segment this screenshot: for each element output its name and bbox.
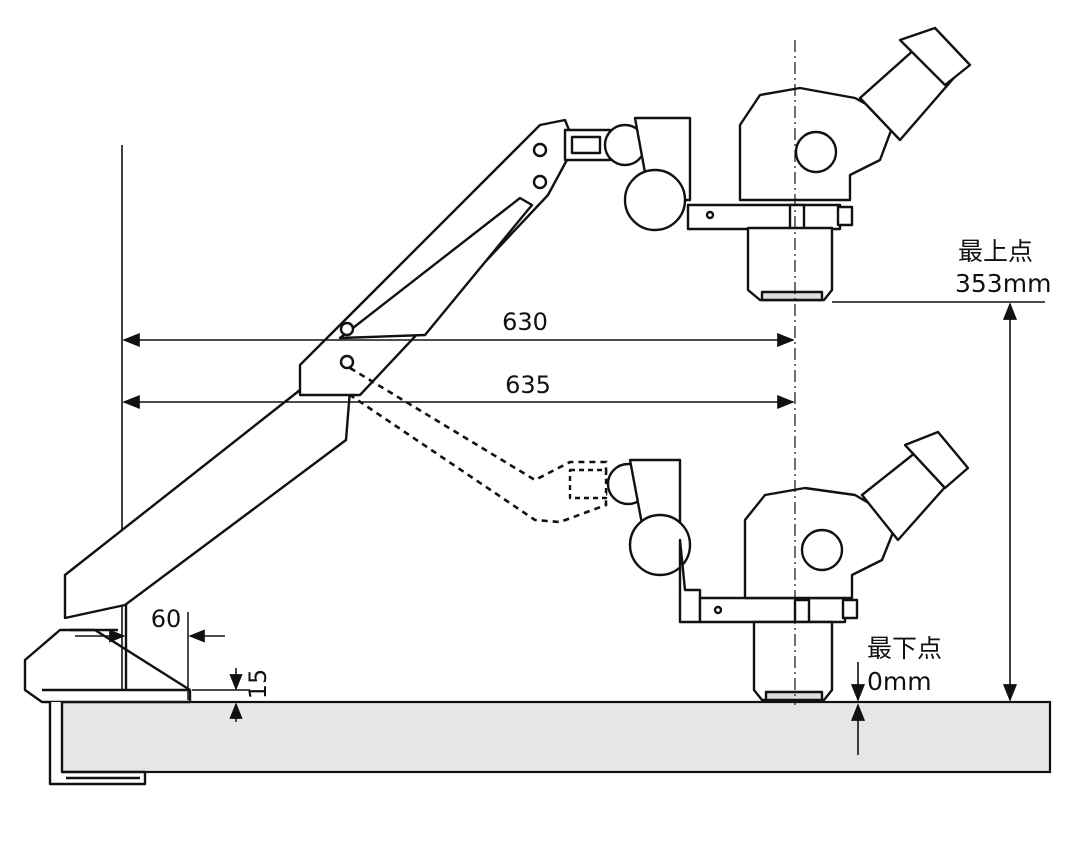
- reach-upper-label: 630: [502, 308, 548, 336]
- gap-dimension: [192, 668, 250, 722]
- reach-lower-label: 635: [505, 371, 551, 399]
- top-point-value: 353mm: [955, 269, 1051, 298]
- upper-arm-lowered: [349, 366, 608, 524]
- height-dimension: [832, 301, 1045, 755]
- overhang-dimension: [75, 612, 225, 700]
- base-post: [121, 145, 128, 690]
- overhang-label: 60: [151, 605, 182, 633]
- lower-arm: [63, 388, 352, 632]
- microscope-head-bottom: [568, 430, 970, 702]
- microscope-head-top: [563, 26, 972, 302]
- bottom-point-title: 最下点: [867, 634, 942, 663]
- desk-surface: [56, 700, 1052, 774]
- upper-arm-raised: [298, 118, 577, 397]
- top-point-title: 最上点: [958, 237, 1033, 266]
- table-clamp: [23, 628, 192, 786]
- bottom-point-value: 0mm: [867, 667, 932, 696]
- gap-label: 15: [244, 669, 272, 700]
